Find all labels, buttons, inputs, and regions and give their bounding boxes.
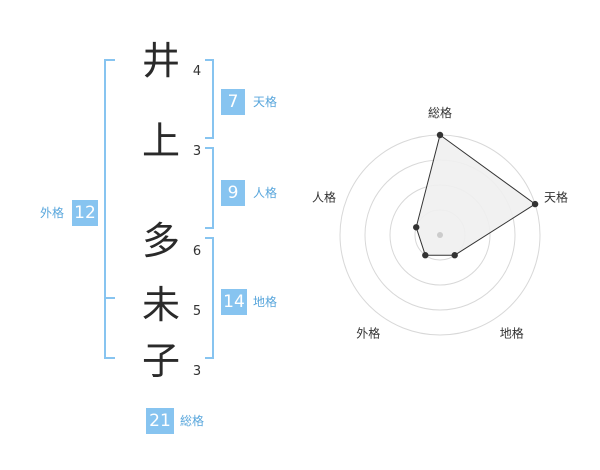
name-char-2: 上: [141, 119, 180, 163]
gaikaku-bracket: [104, 59, 115, 359]
radar-points: [413, 131, 539, 259]
chikaku-label: 地格: [253, 295, 278, 309]
radar-polygon: [415, 134, 536, 256]
name-breakdown: 井 上 多 未 子 4 3 6 5 3 7 天格 9 人格 14 地格 外格 1…: [40, 39, 278, 434]
radar-center-dot: [437, 232, 443, 238]
jinkaku-bracket: [205, 147, 214, 229]
gaikaku-label: 外格: [40, 206, 65, 220]
chikaku-bracket: [205, 237, 214, 359]
tenkaku-bracket: [205, 59, 214, 139]
stroke-count-3: 6: [192, 244, 202, 259]
name-char-4: 未: [141, 283, 180, 327]
name-char-1: 井: [141, 39, 180, 83]
radar-axis-label: 天格: [544, 189, 568, 204]
gaikaku-value: 12: [72, 200, 98, 226]
radar-point-3: [451, 252, 458, 259]
stroke-count-5: 3: [192, 364, 202, 379]
soukaku-label: 総格: [180, 414, 205, 428]
tenkaku-label: 天格: [253, 95, 278, 109]
tenkaku-value: 7: [221, 89, 245, 115]
stroke-count-4: 5: [192, 304, 202, 319]
chikaku-value: 14: [221, 289, 247, 315]
soukaku-value: 21: [146, 408, 174, 434]
jinkaku-value: 9: [221, 180, 245, 206]
radar-point-2: [531, 200, 539, 208]
bracket-lines: [104, 59, 214, 359]
stroke-count-2: 3: [192, 144, 202, 159]
stroke-count-1: 4: [192, 64, 202, 79]
name-char-5: 子: [141, 339, 180, 383]
radar-point-1: [436, 131, 444, 139]
radar-point-4: [422, 252, 429, 259]
name-char-3: 多: [141, 219, 180, 263]
radar-axis-label: 地格: [500, 326, 524, 341]
jinkaku-label: 人格: [253, 186, 278, 200]
radar-point-5: [413, 224, 420, 231]
radar-axis-label: 外格: [356, 326, 380, 341]
radar-axis-label: 人格: [312, 189, 336, 204]
radar-axis-label: 総格: [428, 105, 452, 120]
